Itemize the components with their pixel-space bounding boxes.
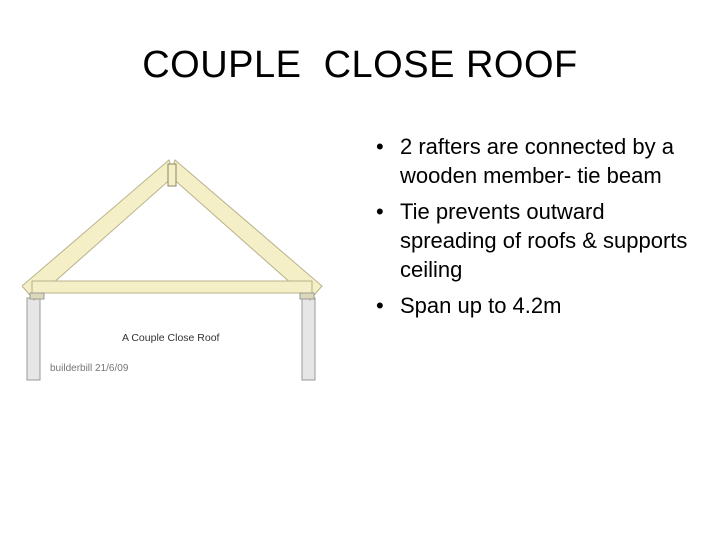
bullet-list: • 2 rafters are connected by a wooden me… [370,132,690,327]
left-rafter [22,159,175,301]
bullet-text: 2 rafters are connected by a wooden memb… [400,134,674,188]
bullet-item: • 2 rafters are connected by a wooden me… [370,132,690,190]
bullet-text: Tie prevents outward spreading of roofs … [400,199,688,282]
bullet-marker: • [376,134,384,159]
bullet-item: • Span up to 4.2m [370,291,690,320]
left-wall-plate [29,292,45,300]
bullet-text: Span up to 4.2m [400,293,562,318]
right-rafter [169,159,323,301]
tie-beam [31,280,313,294]
diagram-credit: builderbill 21/6/09 [50,363,129,374]
bullet-marker: • [376,199,384,224]
left-wall [26,297,41,381]
right-wall [301,297,316,381]
roof-diagram: A Couple Close Roof builderbill 21/6/09 [22,159,323,381]
right-wall-plate [299,292,315,300]
diagram-caption: A Couple Close Roof [122,332,220,344]
slide-title: COUPLE CLOSE ROOF [142,44,578,86]
bullet-item: • Tie prevents outward spreading of roof… [370,197,690,284]
bullet-marker: • [376,293,384,318]
ridge-joint [167,163,177,187]
